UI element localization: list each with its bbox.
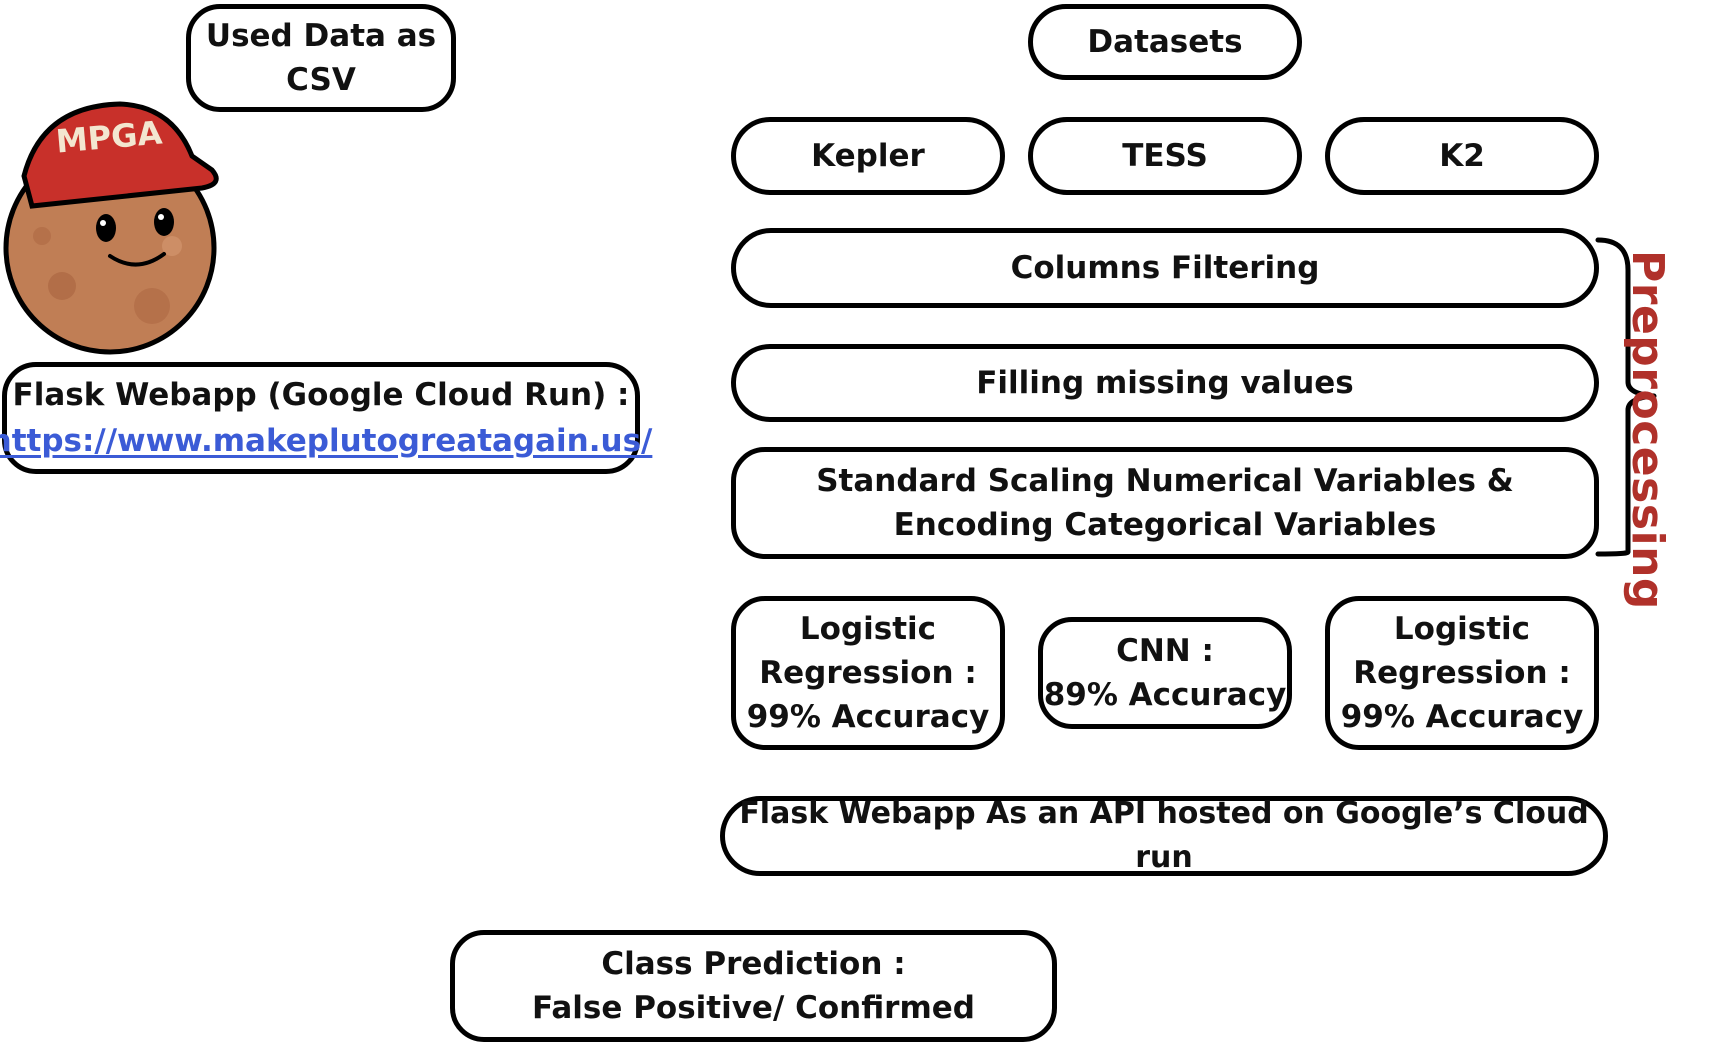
prediction-line1: Class Prediction : xyxy=(601,946,906,982)
cap-text: MPGA xyxy=(54,113,163,160)
model-3-line2: Regression : xyxy=(1353,655,1571,691)
api-label: Flask Webapp As an API hosted on Google’… xyxy=(739,796,1589,875)
webapp-info-box: Flask Webapp (Google Cloud Run) : https:… xyxy=(0,362,652,474)
model-3-line3: 99% Accuracy xyxy=(1340,699,1584,735)
pluto-mascot-icon: MPGA xyxy=(3,101,219,355)
step-filling-missing-label: Filling missing values xyxy=(976,365,1354,401)
model-1-line1: Logistic xyxy=(799,611,937,647)
preprocessing-step-filling-missing: Filling missing values xyxy=(731,344,1599,422)
dataset-kepler-box: Kepler xyxy=(731,117,1005,195)
api-box: Flask Webapp As an API hosted on Google’… xyxy=(720,796,1608,876)
preprocessing-brace xyxy=(1595,237,1657,557)
model-1-line3: 99% Accuracy xyxy=(746,699,990,735)
webapp-url-link[interactable]: https://www.makeplutogreatagain.us/ xyxy=(0,423,653,459)
datasets-title-box: Datasets xyxy=(1028,4,1302,80)
csv-note-box: Used Data as CSV xyxy=(186,4,456,112)
dataset-k2-label: K2 xyxy=(1439,138,1485,174)
datasets-title: Datasets xyxy=(1087,24,1243,60)
dataset-kepler-label: Kepler xyxy=(811,138,925,174)
dataset-tess-label: TESS xyxy=(1122,138,1208,174)
preprocessing-step-columns-filtering: Columns Filtering xyxy=(731,228,1599,308)
dataset-k2-box: K2 xyxy=(1325,117,1599,195)
model-1-line2: Regression : xyxy=(759,655,977,691)
step-columns-filtering-label: Columns Filtering xyxy=(1010,250,1320,286)
model-logistic-regression-1: Logistic Regression : 99% Accuracy xyxy=(731,596,1005,750)
prediction-line2: False Positive/ Confirmed xyxy=(532,990,975,1026)
webapp-info-title: Flask Webapp (Google Cloud Run) : xyxy=(12,377,630,413)
class-prediction-box: Class Prediction : False Positive/ Confi… xyxy=(450,930,1057,1042)
step-scaling-line1: Standard Scaling Numerical Variables & xyxy=(816,463,1514,499)
model-3-line1: Logistic xyxy=(1393,611,1531,647)
csv-note-line1: Used Data as xyxy=(205,18,437,54)
csv-note-line2: CSV xyxy=(286,62,356,98)
model-cnn: CNN : 89% Accuracy xyxy=(1038,617,1292,729)
preprocessing-step-scaling-encoding: Standard Scaling Numerical Variables & E… xyxy=(731,447,1599,559)
step-scaling-line2: Encoding Categorical Variables xyxy=(893,507,1437,543)
dataset-tess-box: TESS xyxy=(1028,117,1302,195)
model-2-line2: 89% Accuracy xyxy=(1043,677,1287,713)
model-logistic-regression-2: Logistic Regression : 99% Accuracy xyxy=(1325,596,1599,750)
model-2-line1: CNN : xyxy=(1116,633,1214,669)
preprocessing-label: Preprocessing xyxy=(1622,250,1673,610)
